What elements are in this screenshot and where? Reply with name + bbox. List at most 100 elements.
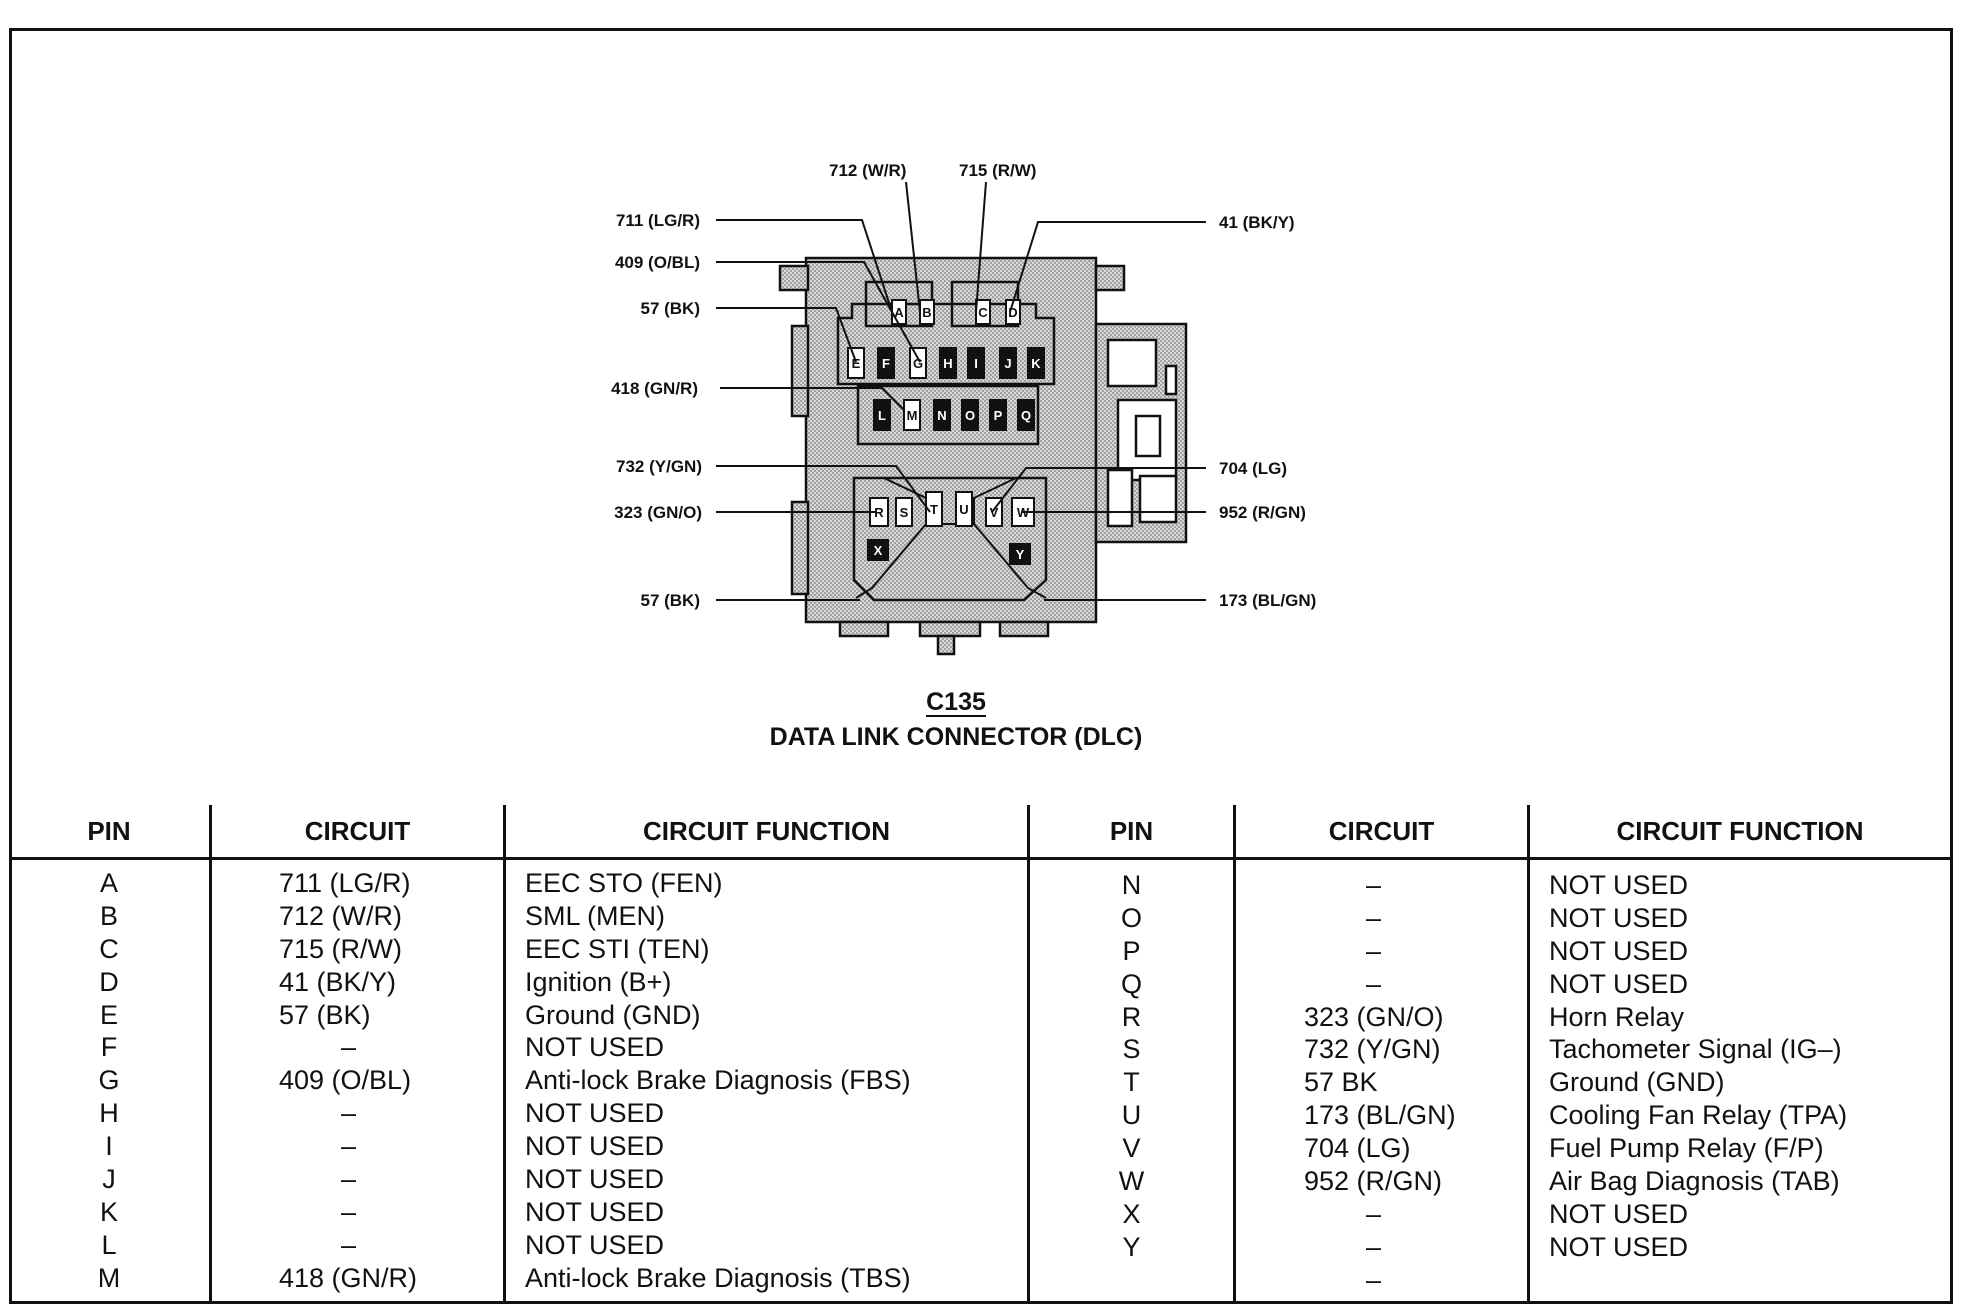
table-cell: NOT USED — [525, 1032, 665, 1063]
pin-label: A — [894, 305, 904, 320]
table-cell: R — [1121, 1001, 1142, 1032]
table-cell: 323 (GN/O) — [1304, 1001, 1444, 1032]
table-cell: NOT USED — [1549, 968, 1689, 999]
table-cell: B — [99, 900, 118, 931]
table-cell: 711 (LG/R) — [279, 868, 411, 898]
pin-s — [895, 497, 913, 527]
table-cell: V — [1122, 1133, 1141, 1164]
table-cell: NOT USED — [525, 1098, 665, 1129]
table-cell: Horn Relay — [1549, 1001, 1685, 1032]
table-cell: X — [1122, 1198, 1141, 1229]
wire-label-41: 41 (BK/Y) — [1219, 213, 1295, 232]
table-cell: Cooling Fan Relay (TPA) — [1549, 1100, 1848, 1131]
wire-label-57-lower: 57 (BK) — [640, 591, 700, 610]
col-divider — [503, 805, 506, 1304]
col-divider — [1233, 805, 1236, 1304]
pin-label: E — [852, 356, 861, 371]
table-cell: – — [341, 1229, 357, 1260]
wire-label-952: 952 (R/GN) — [1219, 503, 1306, 522]
table-cell: A — [99, 868, 118, 898]
wire-label-711: 711 (LG/R) — [616, 211, 700, 230]
pin-label: L — [878, 408, 886, 423]
pin-q — [1017, 399, 1035, 431]
table-cell: M — [97, 1262, 121, 1293]
wire-label-409: 409 (O/BL) — [615, 253, 700, 272]
table-cell: Air Bag Diagnosis (TAB) — [1549, 1166, 1840, 1197]
pin-table: PIN CIRCUIT CIRCUIT FUNCTION PIN CIRCUIT… — [9, 805, 1953, 1304]
pin-label: P — [994, 408, 1003, 423]
pin-j — [999, 347, 1017, 379]
pin-label: Y — [1016, 547, 1025, 562]
table-cell: P — [1122, 935, 1141, 966]
pin-label: N — [937, 408, 946, 423]
table-cell: – — [1366, 902, 1382, 933]
table-cell: S — [1122, 1034, 1141, 1065]
pin-f — [877, 347, 895, 379]
table-cell: G — [98, 1065, 120, 1096]
header-function-right: CIRCUIT FUNCTION — [1616, 815, 1864, 846]
pin-t — [925, 491, 943, 527]
table-cell: – — [341, 1098, 357, 1129]
header-circuit-left: CIRCUIT — [304, 815, 411, 846]
table-cell: – — [341, 1032, 357, 1063]
table-cell: Ground (GND) — [1549, 1067, 1725, 1098]
pin-l — [873, 399, 891, 431]
table-cell: H — [99, 1098, 119, 1129]
wire-label-704: 704 (LG) — [1219, 459, 1287, 478]
table-cell: NOT USED — [1549, 902, 1689, 933]
wire-label-323: 323 (GN/O) — [614, 503, 702, 522]
table-cell: Ignition (B+) — [525, 966, 672, 997]
wire-label-418: 418 (GN/R) — [611, 379, 698, 398]
pin-x — [867, 539, 889, 561]
pin-label: R — [874, 505, 884, 520]
wire-label-732: 732 (Y/GN) — [616, 457, 702, 476]
pin-e — [847, 347, 865, 379]
header-circuit-right: CIRCUIT — [1328, 815, 1435, 846]
pin-label: B — [922, 305, 931, 320]
pin-n — [933, 399, 951, 431]
pin-label: Q — [1021, 408, 1031, 423]
header-function-left: CIRCUIT FUNCTION — [643, 815, 890, 846]
col-divider — [1527, 805, 1530, 1304]
pin-u — [955, 491, 973, 527]
pin-label: D — [1008, 305, 1017, 320]
table-cell: NOT USED — [525, 1196, 665, 1227]
table-cell: K — [99, 1196, 118, 1227]
pin-label: K — [1031, 356, 1041, 371]
pin-label: O — [965, 408, 975, 423]
table-cell: – — [1366, 870, 1382, 900]
table-cell: – — [1366, 935, 1382, 966]
pin-label: T — [930, 502, 938, 517]
table-cell: W — [1118, 1166, 1145, 1197]
pin-label: S — [900, 505, 909, 520]
wire-label-173: 173 (BL/GN) — [1219, 591, 1316, 610]
table-cell: – — [1366, 968, 1382, 999]
header-pin-right: PIN — [1109, 815, 1154, 846]
header-divider — [9, 857, 1953, 860]
table-cell: NOT USED — [1549, 935, 1689, 966]
table-cell: NOT USED — [525, 1131, 665, 1162]
pin-label: I — [974, 356, 978, 371]
table-cell: – — [341, 1131, 357, 1162]
table-cell: 418 (GN/R) — [279, 1262, 418, 1293]
pin-label: V — [990, 505, 999, 520]
col-divider — [1027, 805, 1030, 1304]
table-cell: 715 (R/W) — [279, 933, 403, 964]
wire-label-57-upper: 57 (BK) — [640, 299, 700, 318]
table-cell: – — [1366, 1231, 1382, 1262]
table-cell: Fuel Pump Relay (F/P) — [1549, 1133, 1824, 1164]
left-function-column: EEC STO (FEN)SML (MEN)EEC STI (TEN)Ignit… — [525, 867, 1025, 1295]
pin-label: H — [943, 356, 952, 371]
table-cell: – — [1366, 1198, 1382, 1229]
table-cell: SML (MEN) — [525, 900, 665, 931]
table-cell: D — [99, 966, 119, 997]
table-cell: EEC STO (FEN) — [525, 868, 723, 898]
pin-p — [989, 399, 1007, 431]
leader-lines — [716, 181, 1206, 601]
table-cell: Y — [1122, 1231, 1141, 1262]
pin-y — [1009, 543, 1031, 565]
table-cell: Anti-lock Brake Diagnosis (TBS) — [525, 1262, 911, 1293]
